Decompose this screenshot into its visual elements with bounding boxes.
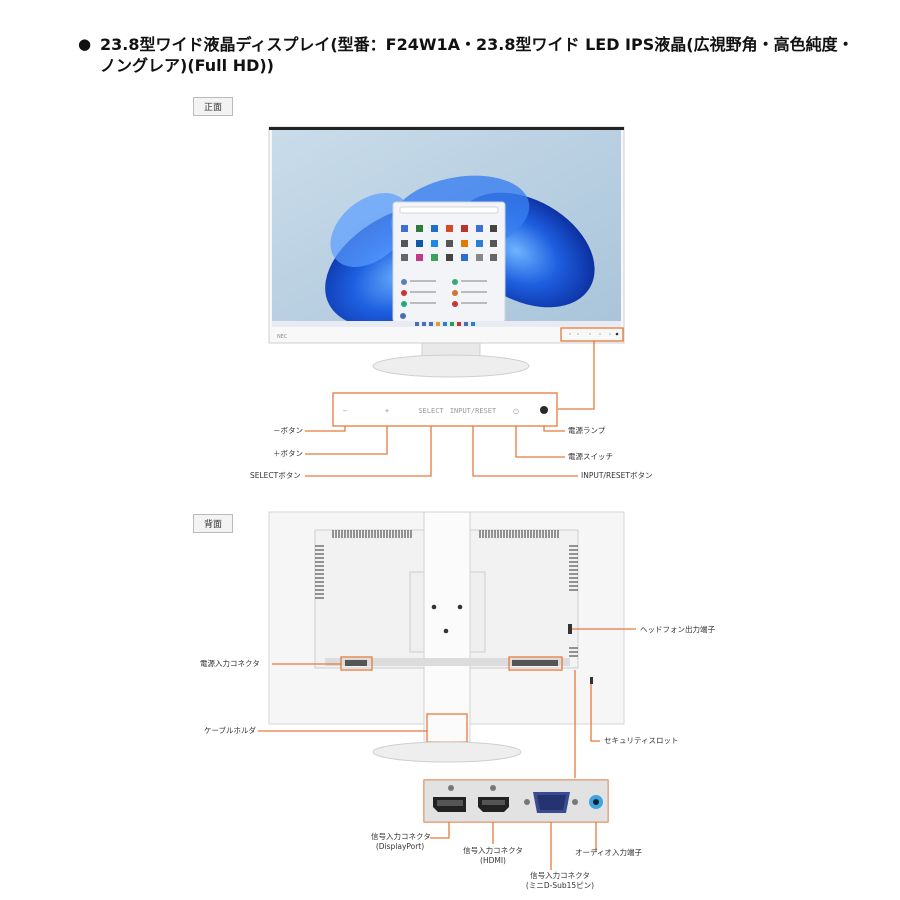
back-tag: 背面 bbox=[193, 514, 233, 533]
minus-button-glyph[interactable]: − bbox=[343, 407, 347, 415]
top-vents bbox=[332, 530, 559, 538]
front-view-illustration: NEC − + SELECT INPUT/RESET ⏻ bbox=[268, 126, 625, 477]
label-hdmi: 信号入力コネクタ (HDMI) bbox=[463, 846, 523, 865]
io-ports-highlight bbox=[508, 656, 563, 671]
label-displayport: 信号入力コネクタ (DisplayPort) bbox=[371, 832, 431, 851]
label-cable-holder: ケーブルホルダ bbox=[204, 726, 257, 735]
power-switch-icon[interactable]: ⏻ bbox=[513, 408, 519, 416]
back-stand-base bbox=[372, 741, 522, 763]
front-stand bbox=[372, 337, 530, 378]
security-slot-icon bbox=[590, 677, 593, 684]
label-headphone: ヘッドフォン出力端子 bbox=[640, 625, 715, 634]
bullet-icon: ● bbox=[78, 35, 92, 53]
select-button-glyph[interactable]: SELECT bbox=[418, 407, 444, 415]
side-vents bbox=[315, 545, 578, 657]
nec-logo: NEC bbox=[277, 334, 288, 340]
heading-text: 23.8型ワイド液晶ディスプレイ(型番：F24W1A・23.8型ワイド LED … bbox=[100, 35, 854, 75]
label-input-reset-button: INPUT/RESETボタン bbox=[581, 471, 653, 480]
vesa-screws bbox=[431, 604, 463, 634]
label-dsub: 信号入力コネクタ (ミニD-Sub15ピン) bbox=[525, 871, 595, 890]
plus-button-glyph[interactable]: + bbox=[385, 407, 389, 415]
hdmi-connector bbox=[478, 785, 509, 812]
dsub-connector bbox=[524, 792, 578, 813]
displayport-connector bbox=[433, 785, 466, 812]
start-menu bbox=[392, 201, 506, 323]
label-security-slot: セキュリティスロット bbox=[604, 736, 679, 745]
label-power-lamp: 電源ランプ bbox=[568, 426, 606, 435]
back-stand-column bbox=[423, 511, 471, 743]
label-select-button: SELECTボタン bbox=[250, 471, 301, 480]
back-view-illustration bbox=[258, 511, 636, 870]
label-power-switch: 電源スイッチ bbox=[568, 452, 613, 461]
label-minus-button: －ボタン bbox=[273, 426, 303, 435]
input-reset-button-glyph[interactable]: INPUT/RESET bbox=[450, 407, 497, 415]
label-audio-in: オーディオ入力端子 bbox=[575, 848, 642, 857]
power-lamp-icon bbox=[540, 406, 548, 414]
headphone-jack-icon bbox=[568, 624, 572, 634]
audio-input-jack bbox=[589, 795, 603, 809]
label-power-connector: 電源入力コネクタ bbox=[200, 659, 260, 668]
control-panel-zoom bbox=[332, 392, 558, 427]
front-controls-highlight bbox=[560, 327, 624, 342]
front-tag: 正面 bbox=[193, 97, 233, 116]
label-plus-button: ＋ボタン bbox=[273, 449, 303, 458]
